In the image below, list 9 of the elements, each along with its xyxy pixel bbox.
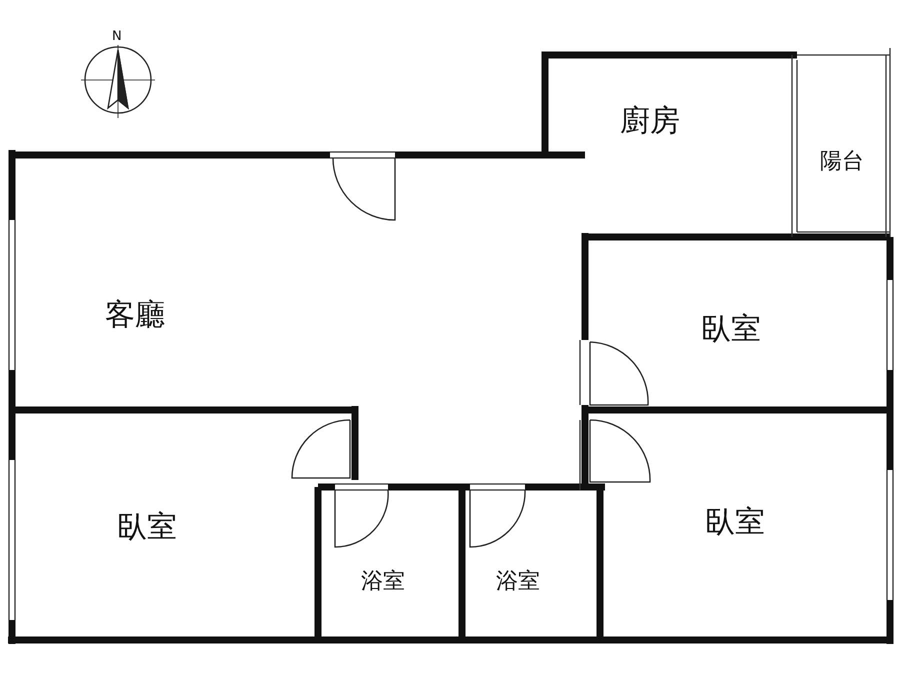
room-name: 浴室 — [361, 568, 405, 596]
room-name: 臥室 — [117, 508, 177, 546]
room-name: 浴室 — [496, 568, 540, 596]
room-name: 臥室 — [701, 310, 761, 348]
room-name: 廚房 — [620, 102, 680, 140]
room-name: 陽台 — [820, 148, 864, 176]
room-name: 臥室 — [705, 504, 765, 542]
room-name: 客廳 — [105, 296, 165, 334]
north-label: N — [112, 29, 122, 44]
